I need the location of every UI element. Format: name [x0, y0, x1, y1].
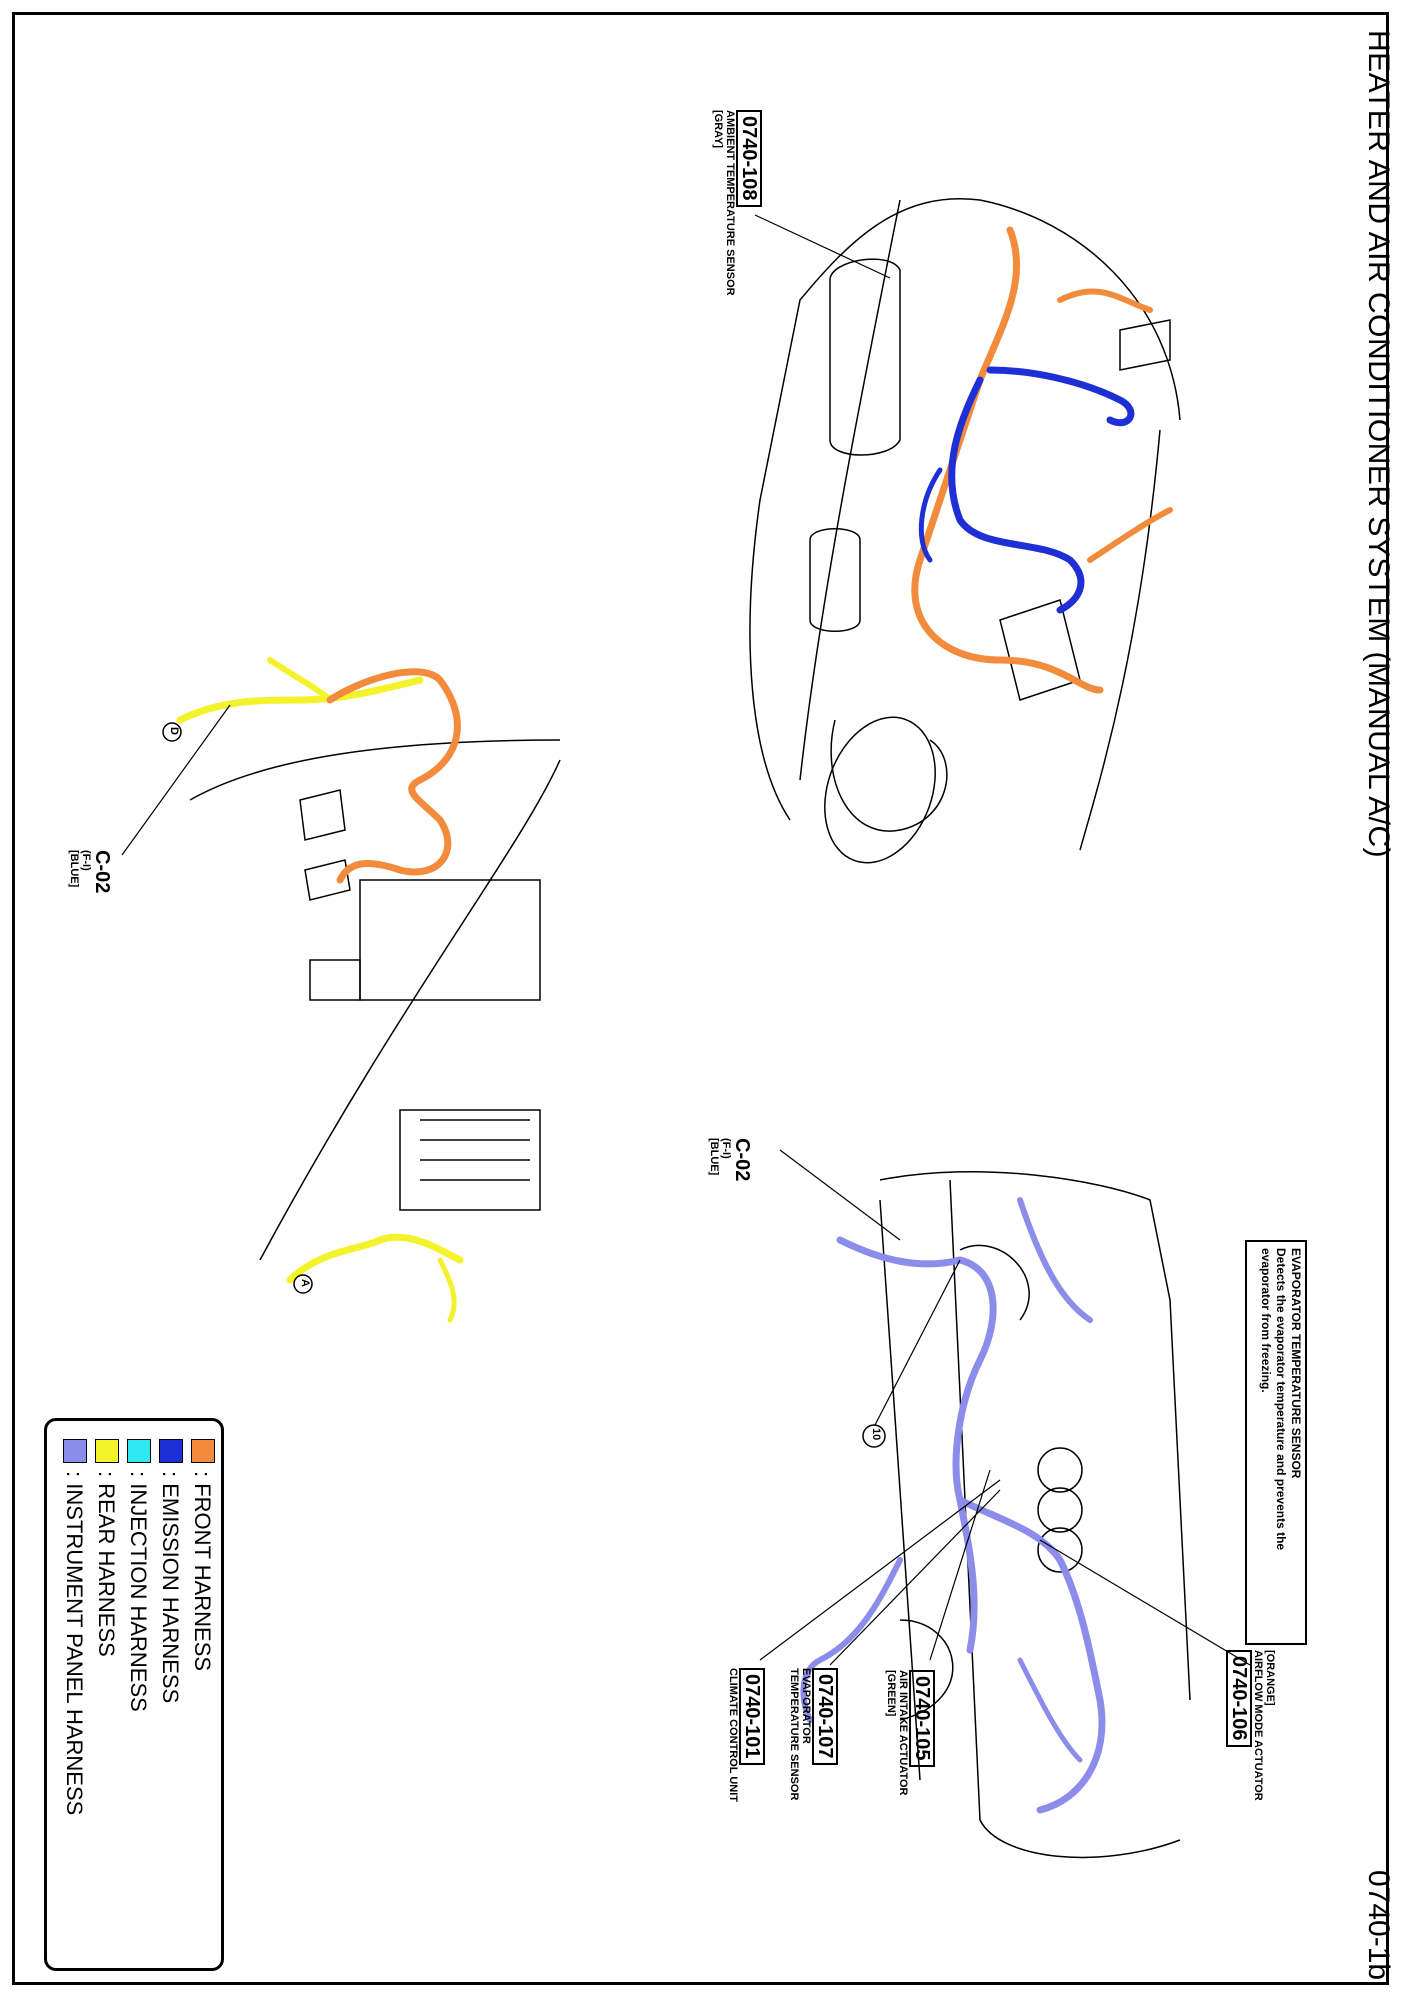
callout-label-1: EVAPORATOR	[800, 1668, 812, 1744]
connector-c02-right: C-02 (F-I) [BLUE]	[708, 1138, 753, 1182]
instrument-panel-harness	[800, 1197, 1106, 1814]
callout-air-intake-actuator: 0740-105 AIR INTAKE ACTUATOR [GREEN]	[885, 1670, 935, 1795]
legend-label-emission: : EMISSION HARNESS	[158, 1471, 183, 1704]
callout-evap-sensor: 0740-107 EVAPORATOR TEMPERATURE SENSOR	[788, 1668, 838, 1800]
legend-swatch-injection	[127, 1439, 151, 1463]
note-line-2: evaporator from freezing.	[1259, 1248, 1273, 1393]
connector-color: [BLUE]	[68, 850, 80, 888]
leader-lines	[121, 214, 1251, 1666]
callout-code: 0740-106	[1226, 1650, 1252, 1747]
callout-label: AIR INTAKE ACTUATOR	[897, 1670, 909, 1796]
marker-a: A	[299, 1279, 311, 1287]
legend-swatch-front	[191, 1439, 215, 1463]
callout-code: 0740-107	[812, 1668, 838, 1765]
legend-swatch-rear	[95, 1439, 119, 1463]
harness-legend: : FRONT HARNESS : EMISSION HARNESS : INJ…	[44, 1418, 224, 1971]
evap-sensor-note	[1245, 1240, 1307, 1645]
callout-code: 0740-101	[739, 1668, 765, 1765]
page-frame	[12, 12, 1389, 1985]
callout-ambient-sensor: 0740-108 AMBIENT TEMPERATURE SENSOR [GRA…	[712, 110, 762, 296]
evap-sensor-note-text: EVAPORATOR TEMPERATURE SENSOR Detects th…	[1258, 1248, 1303, 1550]
connector-color: [BLUE]	[708, 1138, 720, 1176]
legend-label-injection: : INJECTION HARNESS	[126, 1471, 151, 1712]
legend-label-instrument-panel: : INSTRUMENT PANEL HARNESS	[62, 1471, 87, 1816]
note-heading: EVAPORATOR TEMPERATURE SENSOR	[1289, 1248, 1303, 1479]
callout-airflow-actuator: [ORANGE] AIRFLOW MODE ACTUATOR 0740-106	[1226, 1650, 1276, 1801]
callout-label-2: TEMPERATURE SENSOR	[788, 1668, 800, 1801]
legend-swatch-instrument-panel	[63, 1439, 87, 1463]
callout-label: AMBIENT TEMPERATURE SENSOR	[724, 110, 736, 296]
note-line-1: Detects the evaporator temperature and p…	[1274, 1248, 1288, 1551]
dashboard-outline	[879, 1170, 1191, 1859]
legend-swatch-emission	[159, 1439, 183, 1463]
callout-code: 0740-105	[909, 1670, 935, 1767]
connector-c02-left: C-02 (F-I) [BLUE]	[68, 850, 113, 894]
marker-d: D	[168, 727, 180, 735]
circle-markers	[162, 722, 886, 1448]
page-title: HEATER AND AIR CONDITIONER SYSTEM (MANUA…	[1362, 30, 1395, 859]
engine-bay-harnesses	[911, 226, 1173, 694]
callout-color: [GRAY]	[712, 110, 724, 149]
connector-id: C-02	[731, 1138, 753, 1182]
cabin-left-harnesses	[176, 657, 464, 1323]
marker-10: 10	[870, 1428, 882, 1441]
engine-bay-outline	[749, 198, 1181, 864]
callout-label: CLIMATE CONTROL UNIT	[727, 1668, 739, 1803]
legend-label-rear: : REAR HARNESS	[94, 1471, 119, 1657]
page-number: 0740-1b	[1362, 1870, 1395, 1981]
callout-color: [GREEN]	[885, 1670, 897, 1717]
legend-label-front: : FRONT HARNESS	[190, 1471, 215, 1672]
callout-color: [ORANGE]	[1264, 1650, 1276, 1706]
cabin-left-outline	[189, 739, 561, 1261]
callout-climate-unit: 0740-101 CLIMATE CONTROL UNIT	[727, 1668, 765, 1802]
callout-code: 0740-108	[736, 110, 762, 207]
callout-label: AIRFLOW MODE ACTUATOR	[1252, 1650, 1264, 1801]
connector-id: C-02	[91, 850, 113, 894]
